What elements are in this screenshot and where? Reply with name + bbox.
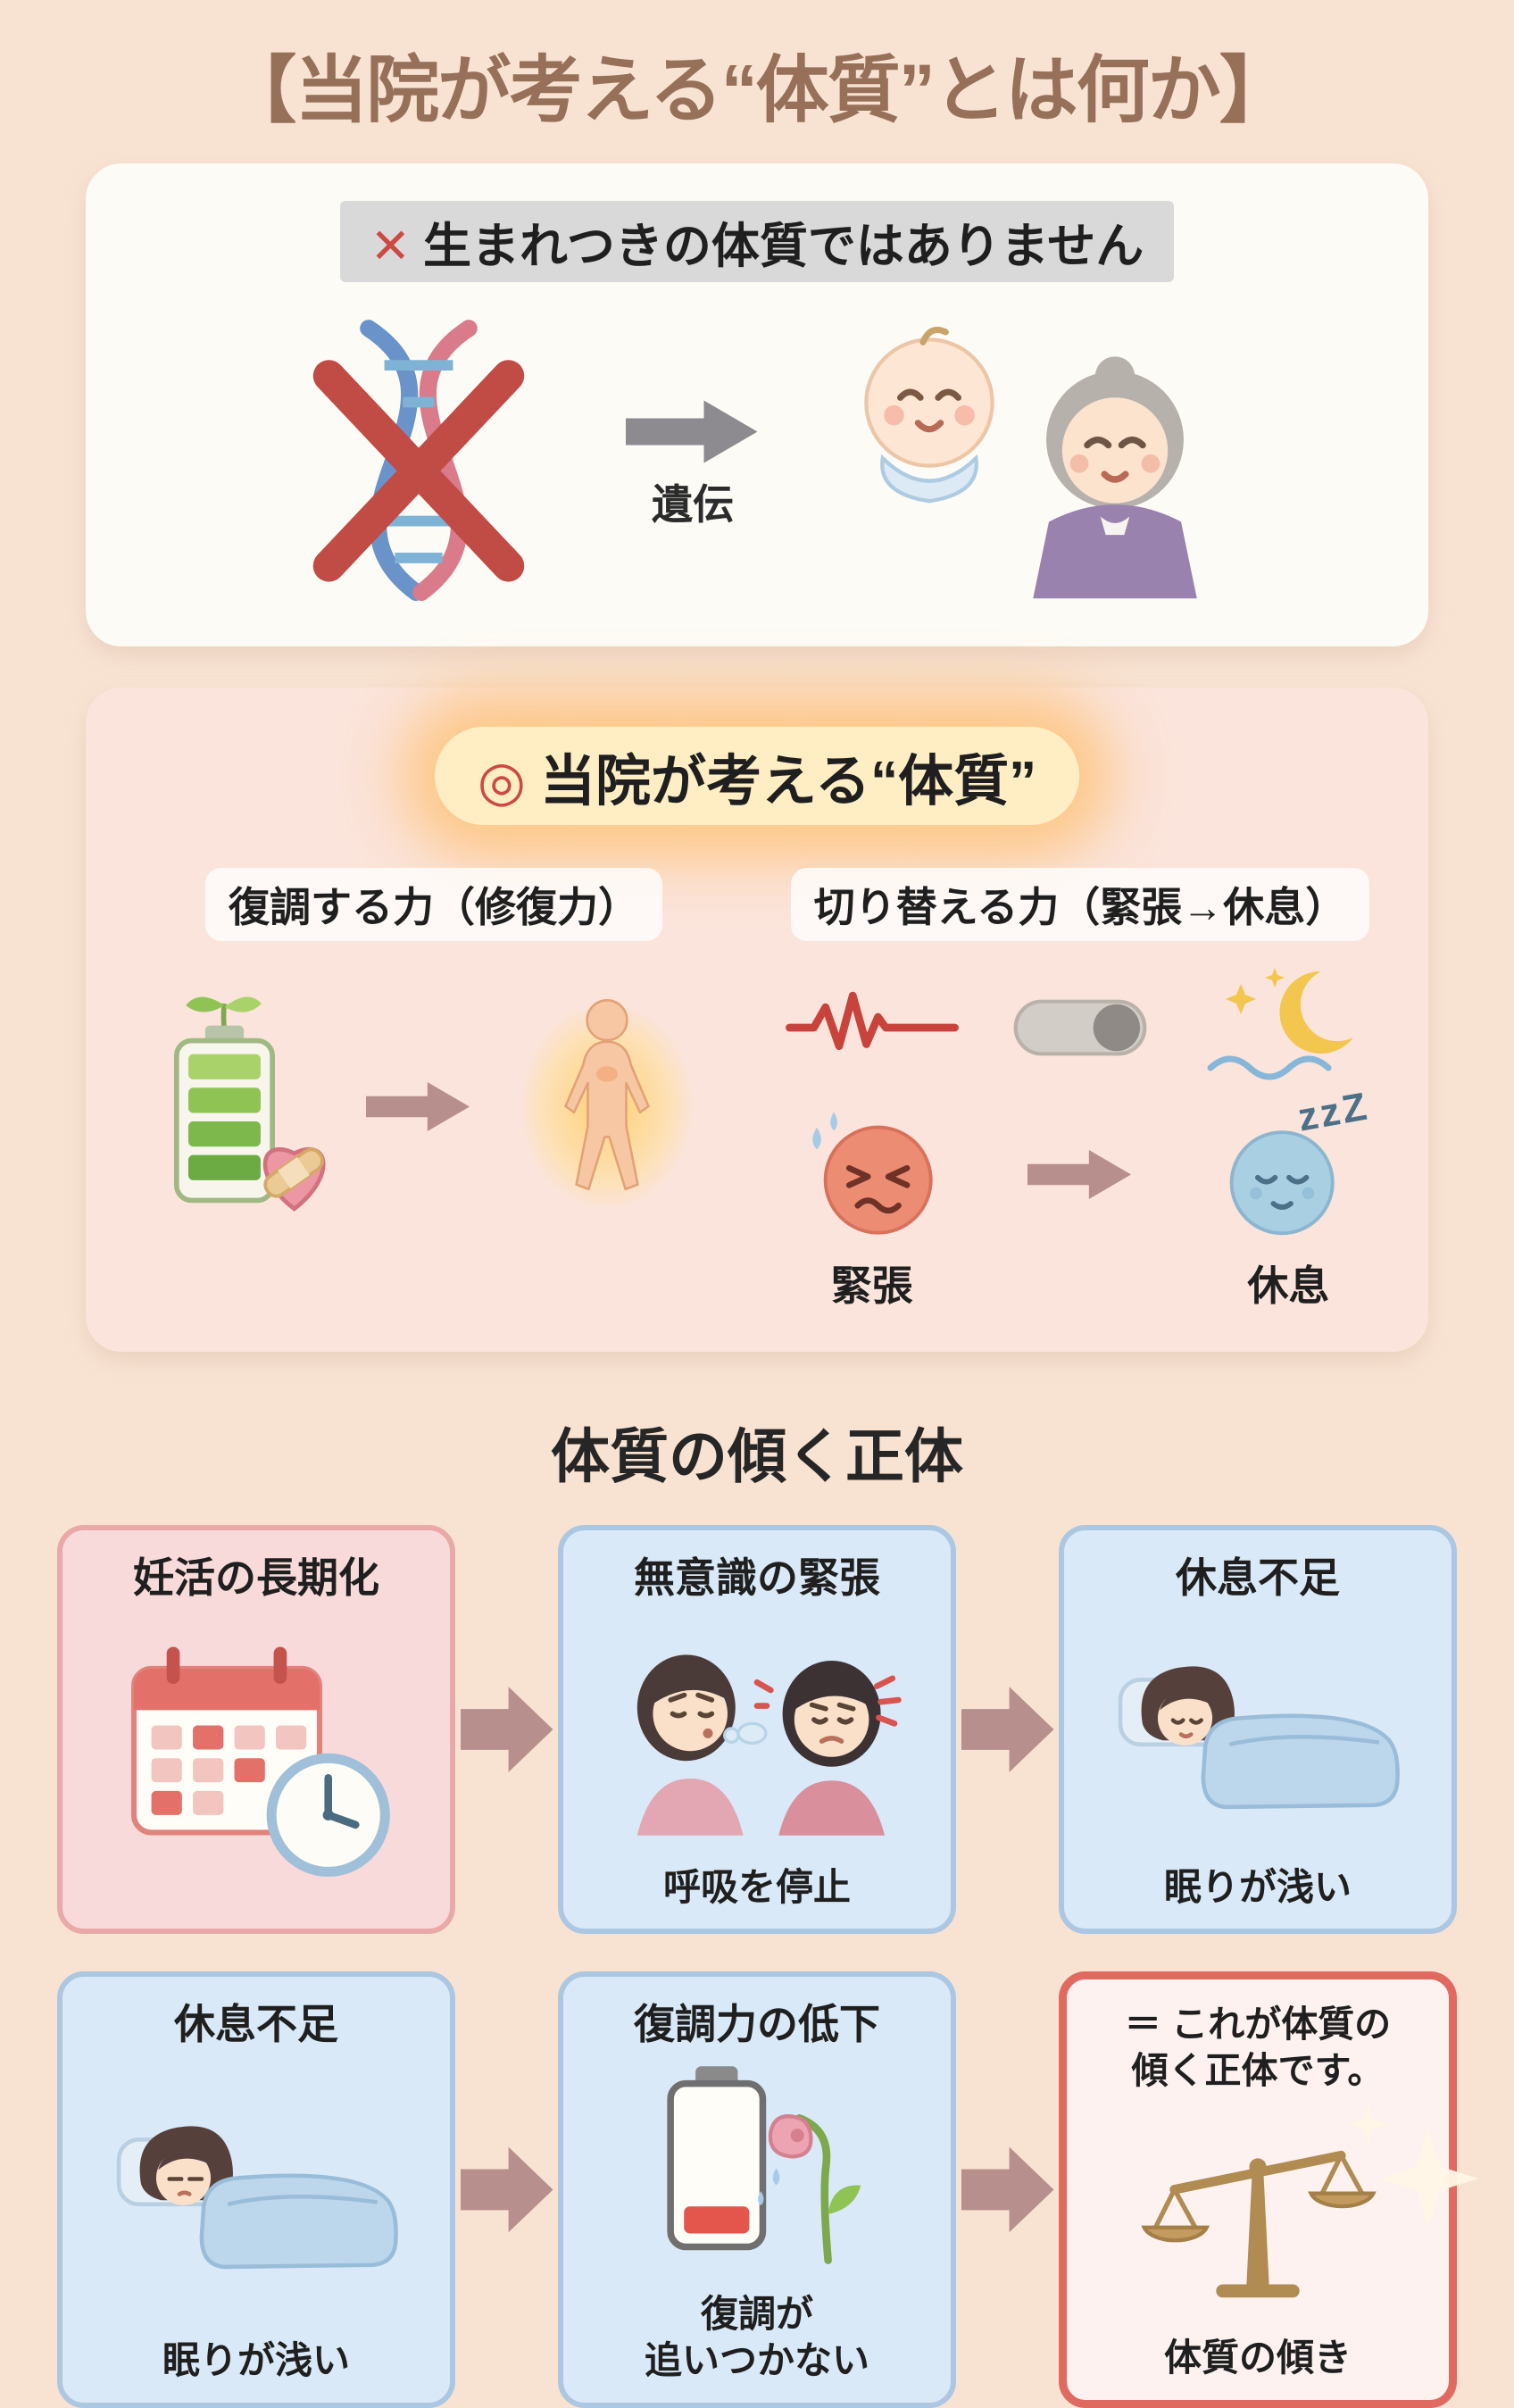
flow-card-title: 復調力の低下 xyxy=(634,2001,880,2047)
flow-card-caption: 眠りが浅い xyxy=(1163,1865,1352,1908)
tension-label: 緊張 xyxy=(830,1262,913,1309)
heartbeat-icon xyxy=(785,991,959,1051)
infographic-page: 【当院が考える“体質”とは何か】 ✕生まれつきの体質ではありません 遺伝 xyxy=(0,30,1514,2408)
negative-section: ✕生まれつきの体質ではありません 遺伝 xyxy=(86,163,1428,646)
switch-grid: zzZ 緊張 休息 xyxy=(768,961,1393,1312)
flow-card-rest-shortage: 休息不足 眠りが浅い xyxy=(1059,1525,1457,1934)
flow-heading: 体質の傾く正体 xyxy=(551,1423,963,1489)
resting-face-icon xyxy=(1229,1129,1335,1235)
grandmother-icon xyxy=(1033,356,1197,599)
recovery-label: 復調する力（修復力） xyxy=(205,868,662,941)
positive-columns: 復調する力（修復力） xyxy=(121,868,1393,1312)
flow-card-caption: 復調が 追いつかない xyxy=(644,2292,869,2382)
flow-card-caption: 呼吸を停止 xyxy=(662,1865,851,1908)
flow-card-rest-shortage-2: 休息不足 眠りが浅い xyxy=(57,1971,455,2408)
battery-heart-icon xyxy=(173,996,326,1212)
flow-card-unconscious-tension: 無意識の緊張 xyxy=(558,1525,956,1934)
tense-face-icon xyxy=(811,1112,933,1235)
glowing-body-illustration xyxy=(491,968,723,1245)
moon-wave-icon xyxy=(1207,968,1354,1080)
switch-label: 切り替える力（緊張→休息） xyxy=(790,868,1370,941)
flow-row-1: 妊活の長期化 xyxy=(57,1525,1457,1934)
negative-content-row: 遺伝 xyxy=(121,312,1393,616)
flow-arrow-icon xyxy=(961,2146,1054,2233)
positive-heading-wrap: ◎当院が考える“体質” xyxy=(121,727,1393,825)
page-title: 【当院が考える“体質”とは何か】 xyxy=(223,50,1293,131)
flow-card-caption: 眠りが浅い xyxy=(162,2339,350,2382)
cross-mark-icon: ✕ xyxy=(370,220,411,273)
switch-column: 切り替える力（緊張→休息） xyxy=(768,868,1393,1312)
flow-card-title: ＝ これが体質の 傾く正体です。 xyxy=(1124,2004,1392,2092)
generations-illustration xyxy=(835,317,1227,612)
flow-card-caption: 体質の傾き xyxy=(1163,2337,1352,2379)
heredity-label: 遺伝 xyxy=(652,480,734,528)
flow-card-prolonged-fertility: 妊活の長期化 xyxy=(57,1525,455,1934)
flow-row-2: 休息不足 眠りが浅い 復調力の低下 xyxy=(57,1971,1457,2408)
flow-card-title: 妊活の長期化 xyxy=(133,1554,379,1601)
negative-heading-band: ✕生まれつきの体質ではありません xyxy=(339,201,1175,282)
negative-heading-text: 生まれつきの体質ではありません xyxy=(422,220,1144,273)
sleeping-woman-icon xyxy=(116,2126,398,2270)
calendar-clock-illustration xyxy=(114,1604,398,1911)
heredity-arrow-block: 遺伝 xyxy=(626,398,760,531)
tense-women-illustration xyxy=(610,1604,904,1864)
flow-card-title: 無意識の緊張 xyxy=(634,1554,880,1601)
calendar-clock-icon xyxy=(130,1646,390,1878)
negative-heading-wrap: ✕生まれつきの体質ではありません xyxy=(121,201,1393,282)
arrow-right-icon xyxy=(626,400,758,462)
rest-face-wrap: zzZ xyxy=(1214,1084,1373,1246)
flow-arrow-icon xyxy=(460,1687,553,1772)
arrow-right-icon xyxy=(366,1081,470,1131)
human-body-icon xyxy=(564,999,650,1191)
low-battery-wilted-flower-icon xyxy=(667,2066,861,2264)
two-women-icon xyxy=(636,1654,902,1836)
flow-arrow-icon xyxy=(961,1687,1054,1772)
positive-heading-text: 当院が考える“体質” xyxy=(539,751,1037,812)
sleeping-woman-icon xyxy=(1118,1666,1400,1809)
dna-crossed-icon xyxy=(312,320,525,601)
baby-icon xyxy=(864,326,994,504)
flow-card-title: 休息不足 xyxy=(1176,1554,1340,1601)
recovery-row xyxy=(145,968,723,1245)
balance-illustration xyxy=(1135,2095,1381,2335)
rest-label: 休息 xyxy=(1247,1262,1330,1309)
flow-card-result: ＝ これが体質の 傾く正体です。 体質の傾き xyxy=(1059,1971,1457,2408)
flow-arrow-icon xyxy=(460,2146,553,2233)
arrow-right-icon xyxy=(1027,1149,1132,1199)
double-circle-mark-icon: ◎ xyxy=(477,751,526,812)
sleeping-illustration xyxy=(104,2051,408,2338)
positive-heading-band: ◎当院が考える“体質” xyxy=(434,727,1080,825)
recovery-column: 復調する力（修復力） xyxy=(121,868,746,1312)
toggle-switch-icon xyxy=(1013,999,1147,1056)
flow-card-recovery-decline: 復調力の低下 復調が 追いつかない xyxy=(558,1971,956,2408)
decline-illustration xyxy=(632,2051,882,2291)
positive-section: ◎当院が考える“体質” 復調する力（修復力） xyxy=(86,687,1428,1352)
sleeping-illustration xyxy=(1106,1604,1410,1864)
flow-card-title: 休息不足 xyxy=(174,2001,338,2047)
balance-scale-icon xyxy=(1141,2150,1377,2297)
